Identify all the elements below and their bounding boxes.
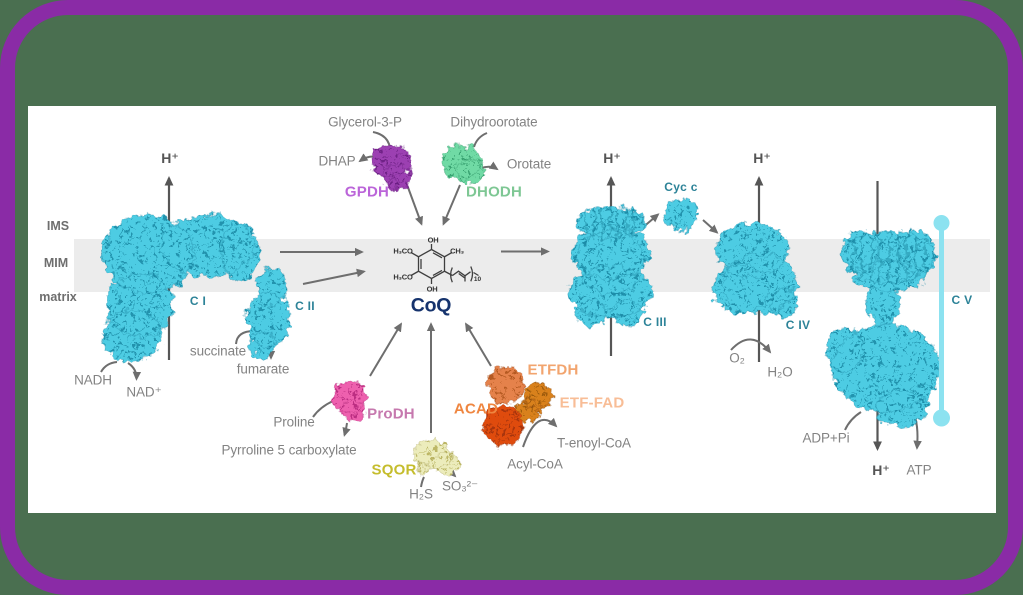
- white-figure-panel: [28, 106, 996, 513]
- nadh-to-c1-arc: [100, 361, 118, 373]
- coq-h3co-lower-label: H₃CO: [393, 271, 413, 281]
- acylcoa-to-tenoyl-arrow: [522, 417, 558, 448]
- gpdh-label: GPDH: [344, 183, 390, 201]
- c4-label: C IV: [785, 318, 811, 332]
- orotate-label: Orotate: [506, 156, 552, 172]
- c1-to-nad-arrow: [127, 362, 142, 381]
- coq-structure: [410, 244, 479, 284]
- complex-iv-blob: [712, 222, 798, 319]
- coq-ch3-label: CH₃: [450, 245, 464, 255]
- prodh-blob: [331, 380, 367, 421]
- o2-label: O₂: [729, 350, 745, 366]
- complex-iii-blob: [568, 205, 654, 327]
- h2o-label: H₂O: [767, 364, 793, 380]
- sqor-label: SQOR: [371, 461, 417, 479]
- ims-label: IMS: [46, 218, 70, 233]
- coq-oh-top-label: OH: [427, 234, 439, 244]
- cytochrome-c-blob: [663, 198, 699, 232]
- glycerol3p-label: Glycerol-3-P: [328, 114, 402, 130]
- proline-to-prodh-arc: [312, 400, 334, 418]
- matrix-label: matrix: [39, 289, 77, 304]
- acad-to-coq-arrow: [465, 322, 492, 367]
- dihydroorotate-to-dhodh-arc: [473, 132, 488, 148]
- c5-label: C V: [951, 293, 973, 307]
- prodh-label: ProDH: [367, 405, 415, 423]
- c5-rotor-rod: [933, 215, 950, 427]
- gpdh-to-coq-arrow: [406, 185, 423, 226]
- complex-v-blob: [826, 230, 941, 427]
- cycc-label: Cyc c: [664, 180, 698, 194]
- nadh-label: NADH: [74, 372, 112, 388]
- mim-label: MIM: [43, 255, 69, 270]
- pyrroline-label: Pyrroline 5 carboxylate: [221, 442, 357, 458]
- so3-label: SO₃²⁻: [441, 478, 479, 494]
- proline-label: Proline: [273, 414, 315, 430]
- c1-hplus-label: H⁺: [161, 150, 179, 166]
- dhap-label: DHAP: [318, 153, 356, 169]
- h2s-label: H₂S: [409, 486, 433, 502]
- prodh-to-pyrroline-arrow: [342, 422, 351, 437]
- h2s-to-sqor-arc: [420, 476, 425, 488]
- adp-to-c5-arc: [844, 411, 862, 431]
- cycc-to-c4-arrow: [702, 219, 719, 234]
- nad-label: NAD⁺: [126, 384, 162, 400]
- c2-to-coq-arrow: [302, 268, 366, 285]
- adp-pi-label: ADP+Pi: [802, 430, 850, 446]
- c1-label: C I: [189, 294, 207, 308]
- coq-title: CoQ: [410, 294, 452, 317]
- acylcoa-label: Acyl-CoA: [507, 456, 563, 472]
- succinate-label: succinate: [189, 343, 247, 359]
- c3-label: C III: [643, 315, 667, 329]
- coq-oh-bottom-label: OH: [426, 283, 438, 293]
- o2-to-h2o-arrow: [730, 338, 772, 354]
- sqor-blob: [412, 440, 460, 476]
- fumarate-label: fumarate: [236, 361, 290, 377]
- acad-label: ACAD: [453, 400, 499, 418]
- c5-hplus-label: H⁺: [872, 462, 890, 478]
- dihydroorotate-label: Dihydroorotate: [450, 114, 538, 130]
- prodh-to-coq-arrow: [369, 322, 402, 377]
- dhodh-blob: [441, 144, 485, 184]
- etfdh-blob: [486, 366, 526, 404]
- c3-hplus-label: H⁺: [603, 150, 621, 166]
- dhodh-label: DHODH: [466, 183, 522, 201]
- coq-h3co-upper-label: H₃CO: [393, 245, 413, 255]
- atp-label: ATP: [906, 462, 932, 478]
- coq-repeat-label: 10: [473, 275, 482, 283]
- dhodh-to-coq-arrow: [442, 184, 461, 226]
- c4-hplus-label: H⁺: [753, 150, 771, 166]
- tenoylcoa-label: T-enoyl-CoA: [557, 435, 631, 451]
- c2-label: C II: [295, 299, 315, 313]
- etfdh-label: ETFDH: [527, 361, 579, 379]
- etf-fad-label: ETF-FAD: [559, 394, 625, 412]
